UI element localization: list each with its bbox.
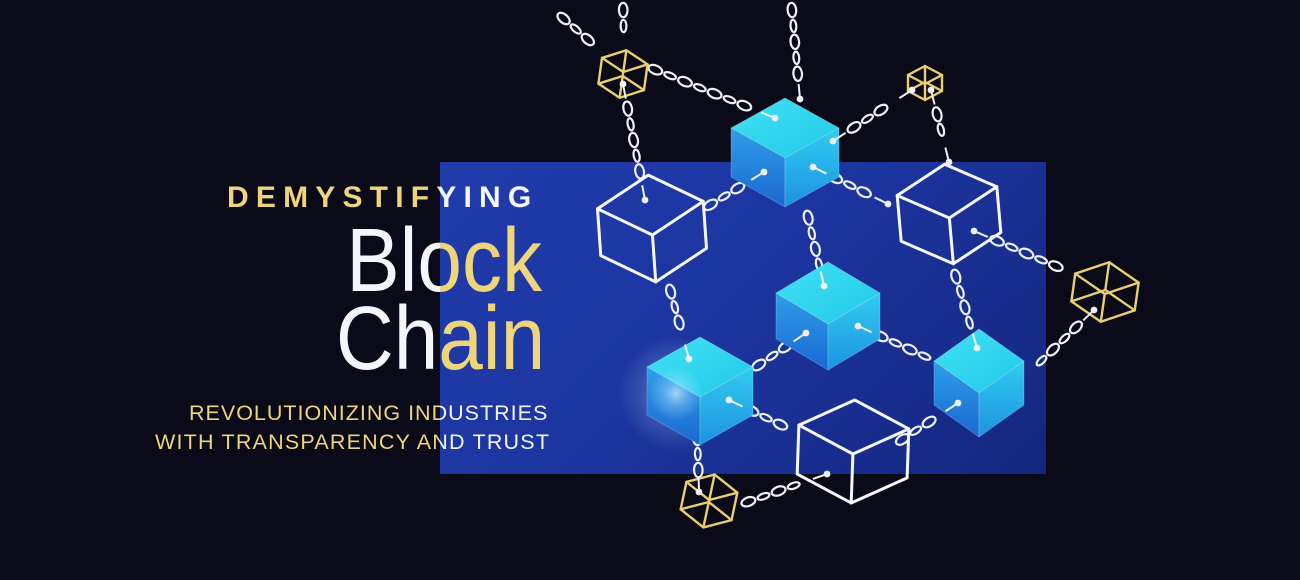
cube-face-top — [730, 97, 840, 159]
wire-cube-inner-edges — [906, 64, 944, 102]
node-connector — [812, 474, 825, 480]
node-cube-bottom-left — [679, 473, 739, 529]
node-dot — [695, 488, 703, 496]
chain-link — [740, 495, 757, 508]
chain-link — [628, 131, 640, 149]
node-cube-top-right — [906, 64, 944, 102]
chain-link — [770, 485, 787, 497]
chain-run-19 — [740, 481, 801, 508]
chain-link — [789, 33, 801, 51]
node-connector — [622, 86, 627, 99]
wire-cube-outline — [906, 64, 944, 102]
node-cube-right — [1070, 261, 1140, 323]
chain-link — [580, 32, 596, 47]
chain-run-1 — [617, 1, 629, 34]
chain-link — [786, 1, 798, 19]
node-dot — [829, 137, 837, 145]
node-connector — [834, 132, 847, 141]
chain-link — [622, 100, 634, 117]
chain-link — [617, 1, 629, 19]
chain-link — [1068, 320, 1084, 335]
node-dot — [771, 114, 779, 122]
chain-link — [619, 18, 628, 34]
chain-run-3 — [647, 63, 753, 112]
chain-link — [626, 117, 635, 132]
node-dot — [619, 80, 627, 88]
blue-panel — [440, 162, 1046, 474]
node-dot — [1090, 306, 1098, 314]
wire-cube-inner-edges — [597, 49, 649, 99]
node-connector — [797, 83, 801, 97]
wire-cube-outline — [597, 49, 649, 99]
node-connector — [898, 90, 911, 99]
chain-run-7 — [931, 106, 946, 137]
node-dot — [796, 95, 804, 103]
node-dot — [908, 86, 916, 94]
chain-link — [786, 481, 801, 491]
node-dot — [927, 86, 935, 94]
chain-link — [936, 122, 946, 137]
chain-link — [569, 23, 582, 35]
chain-link — [846, 120, 862, 134]
chain-link — [632, 148, 641, 163]
node-connector — [930, 92, 936, 105]
chain-link — [860, 113, 874, 125]
chain-link — [756, 491, 771, 501]
chain-run-6 — [846, 103, 889, 134]
chain-link — [873, 103, 889, 117]
chain-link — [792, 50, 801, 66]
chain-link — [789, 18, 798, 34]
wire-cube-outline — [679, 473, 739, 529]
chain-link — [692, 83, 707, 93]
chain-run-5 — [786, 1, 804, 82]
wire-cube-outline — [1070, 261, 1140, 323]
chain-link — [722, 94, 737, 105]
chain-link — [736, 99, 753, 112]
chain-link — [706, 87, 723, 100]
chain-link — [931, 106, 943, 123]
node-cube-top-left — [597, 49, 649, 99]
chain-link — [1047, 260, 1064, 273]
chain-link — [556, 11, 571, 26]
chain-link — [663, 71, 678, 81]
chain-link — [647, 63, 664, 76]
chain-link — [1058, 332, 1071, 345]
chain-link — [1045, 342, 1061, 357]
chain-link — [677, 75, 693, 88]
node-connector — [760, 111, 773, 118]
chain-run-2 — [556, 11, 596, 47]
node-connector — [1082, 311, 1093, 322]
wire-cube-inner-edges — [1070, 261, 1140, 323]
wire-cube-inner-edges — [679, 473, 739, 529]
node-connector — [944, 147, 950, 160]
chain-link — [792, 65, 804, 82]
